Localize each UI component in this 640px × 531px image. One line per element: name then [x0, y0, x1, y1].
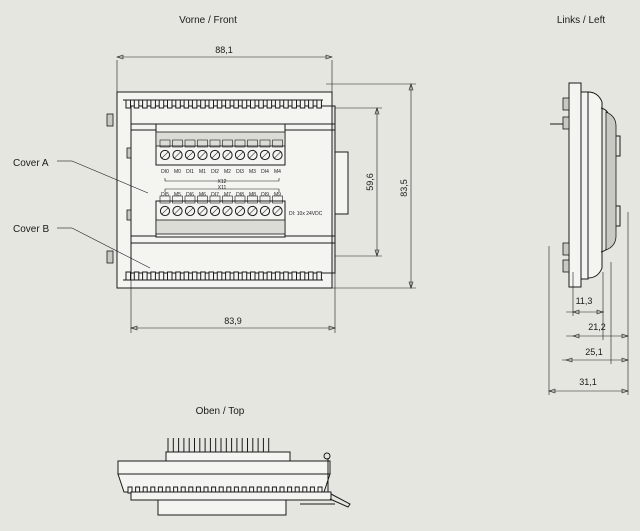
pin-label: DI0 [161, 169, 169, 175]
pin-label: M2 [224, 169, 231, 175]
pin-label: DI9 [261, 192, 269, 198]
left-view-title: Links / Left [557, 15, 606, 26]
pin-label: M8 [249, 192, 256, 198]
dim-side-11: 11,3 [576, 296, 593, 306]
pin-label: DI2 [211, 169, 219, 175]
pin-label: M4 [274, 169, 281, 175]
front-view-title: Vorne / Front [179, 15, 237, 26]
x11-label: X11 [218, 185, 227, 191]
pin-label: DI6 [186, 192, 194, 198]
pin-label: DI1 [186, 169, 194, 175]
pin-label: DI8 [236, 192, 244, 198]
dim-side-21: 21,2 [588, 322, 606, 332]
pin-label: DI3 [236, 169, 244, 175]
callout-cover-b: Cover B [13, 224, 49, 235]
front-view: 88,1 DI0 M0 DI1 M1 DI2 M2 DI3 M3 DI4 M4 X12 [13, 45, 416, 333]
left-view: 11,3 21,2 25,1 31,1 [548, 82, 629, 395]
pin-label: DI4 [261, 169, 269, 175]
callout-cover-a: Cover A [13, 158, 49, 169]
pin-label: DI5 [161, 192, 169, 198]
pin-label: M6 [199, 192, 206, 198]
x12-label: X12 [218, 179, 227, 185]
pin-label: M9 [274, 192, 281, 198]
dim-front-width-top: 88,1 [215, 45, 233, 55]
dim-side-25: 25,1 [585, 347, 603, 357]
top-view-title: Oben / Top [196, 406, 245, 417]
pin-label: M0 [174, 169, 181, 175]
pin-label: M1 [199, 169, 206, 175]
dim-front-height-total: 83,5 [399, 179, 409, 197]
pin-label: DI7 [211, 192, 219, 198]
pin-label: M7 [224, 192, 231, 198]
dim-side-31: 31,1 [579, 377, 597, 387]
top-view [117, 438, 351, 516]
dim-front-height-inner: 59,6 [365, 173, 375, 191]
side-connector-tab [334, 151, 349, 215]
pin-label: M3 [249, 169, 256, 175]
pin-label: M5 [174, 192, 181, 198]
dim-front-width-bottom: 83,9 [224, 316, 242, 326]
input-rating: DI: 10x 24VDC [289, 211, 323, 217]
